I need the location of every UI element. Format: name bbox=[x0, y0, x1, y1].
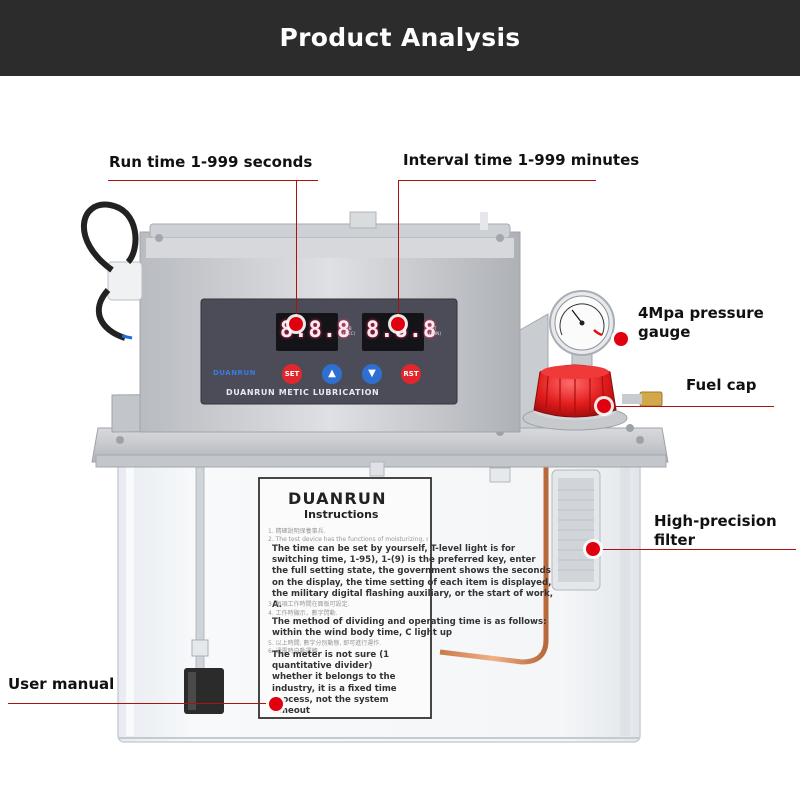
user-manual-leader bbox=[8, 703, 276, 704]
filter-marker bbox=[586, 542, 600, 556]
lubrication-pump-image bbox=[81, 201, 669, 743]
manual-faint-line: 6. 通電時自動運轉. bbox=[268, 648, 320, 655]
run-time-marker bbox=[289, 317, 303, 331]
pressure-gauge-label-line1: 4Mpa pressure bbox=[638, 304, 764, 322]
page-title: Product Analysis bbox=[279, 23, 521, 52]
filter-label-line2: filter bbox=[654, 531, 696, 549]
interval-time-label: Interval time 1-999 minutes bbox=[403, 151, 640, 169]
page-header: Product Analysis bbox=[0, 0, 800, 76]
panel-brand: DUANRUN bbox=[213, 369, 256, 377]
run-time-unit-line2: (SEC) bbox=[343, 332, 356, 337]
manual-brand: DUANRUN bbox=[288, 489, 387, 508]
manual-paragraph-2: The method of dividing and operating tim… bbox=[272, 617, 547, 639]
run-time-unit: LUB (SEC) bbox=[343, 327, 355, 337]
manual-faint-line: 2. The test device has the functions of … bbox=[268, 536, 428, 543]
run-time-leader-v bbox=[296, 180, 297, 324]
run-time-unit-line1: LUB bbox=[343, 327, 352, 332]
interval-time-unit-line2: (MIN) bbox=[429, 332, 442, 337]
manual-title: Instructions bbox=[304, 508, 379, 521]
rst-button[interactable]: RST bbox=[401, 364, 421, 384]
fuel-cap-label: Fuel cap bbox=[686, 376, 757, 394]
panel-subtitle: DUANRUN METIC LUBRICATION bbox=[226, 388, 380, 397]
interval-time-unit: INT (MIN) bbox=[429, 327, 441, 337]
interval-time-marker bbox=[391, 317, 405, 331]
fuel-cap-leader bbox=[604, 406, 774, 407]
manual-faint-line: 5. 以上時間, 數字分別動態, 即可進行運作. bbox=[268, 640, 382, 647]
user-manual-marker bbox=[269, 697, 283, 711]
pressure-gauge-label-line2: gauge bbox=[638, 323, 691, 341]
down-arrow-button[interactable]: ▼ bbox=[362, 364, 382, 384]
manual-paragraph-3: The meter is not sure (1 quantitative di… bbox=[272, 650, 397, 717]
manual-paragraph-1: The time can be set by yourself, T-level… bbox=[272, 544, 553, 611]
interval-time-leader-v bbox=[398, 180, 399, 324]
up-arrow-button[interactable]: ▲ bbox=[322, 364, 342, 384]
filter-label: High-precision filter bbox=[654, 512, 777, 550]
manual-faint-line: 4. 工作時顯示，數字閃動. bbox=[268, 610, 338, 617]
filter-label-line1: High-precision bbox=[654, 512, 777, 530]
set-button[interactable]: SET bbox=[282, 364, 302, 384]
user-manual-label: User manual bbox=[8, 675, 115, 693]
run-time-label: Run time 1-999 seconds bbox=[109, 153, 313, 171]
pressure-gauge-marker bbox=[614, 332, 628, 346]
manual-faint-line: 3. 每項工作時間在面板可設定. bbox=[268, 601, 350, 608]
pressure-gauge-label: 4Mpa pressure gauge bbox=[638, 304, 764, 342]
fuel-cap-marker bbox=[597, 399, 611, 413]
run-time-leader-h bbox=[108, 180, 318, 181]
interval-time-unit-line1: INT bbox=[429, 327, 437, 332]
filter-leader bbox=[594, 549, 796, 550]
interval-time-leader-h bbox=[398, 180, 596, 181]
manual-faint-line: 1. 精確說明保養事兵. bbox=[268, 528, 326, 535]
